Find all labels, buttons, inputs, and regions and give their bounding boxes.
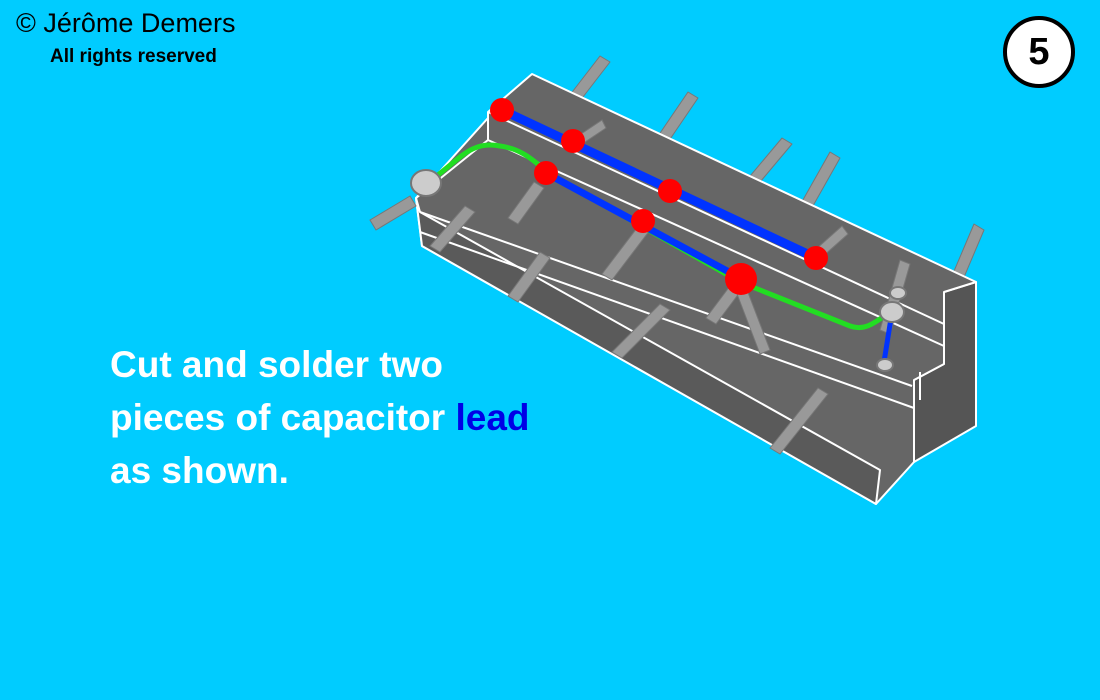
instruction-line-3: as shown. xyxy=(110,450,289,491)
pin xyxy=(507,251,551,303)
rights-text: All rights reserved xyxy=(50,46,217,67)
pin xyxy=(369,195,417,231)
solder-joint xyxy=(490,98,514,122)
instruction-line-2: pieces of capacitor lead xyxy=(110,391,630,444)
capacitor-lead-upper xyxy=(497,105,821,263)
pin xyxy=(429,205,476,253)
solder-joint xyxy=(534,161,558,185)
instruction-highlight-lead: lead xyxy=(455,397,530,438)
pin xyxy=(507,181,545,225)
block-front-face xyxy=(415,197,881,505)
solder-joint xyxy=(658,179,682,203)
terminal-right xyxy=(879,301,905,323)
instruction-text: Cut and solder two pieces of capacitor l… xyxy=(110,338,630,497)
step-number: 5 xyxy=(1028,31,1050,73)
solder-joint xyxy=(725,263,757,295)
solder-joints xyxy=(490,98,828,295)
instruction-line-2-prefix: pieces of capacitor xyxy=(110,397,456,438)
solder-joint xyxy=(561,129,585,153)
edge-line xyxy=(419,231,915,409)
green-wire xyxy=(423,142,893,330)
edge-line xyxy=(419,211,913,387)
front-pins xyxy=(369,119,911,455)
step-badge: 5 xyxy=(1003,16,1075,88)
pin xyxy=(611,303,671,359)
pin xyxy=(769,387,829,455)
surface-lines xyxy=(415,111,945,409)
solder-joint xyxy=(631,209,655,233)
instruction-line-1: Cut and solder two xyxy=(110,344,443,385)
copyright-text: © Jérôme Demers xyxy=(16,8,236,38)
terminal-left xyxy=(410,169,442,197)
terminal-right-bottom xyxy=(876,358,894,372)
solder-joint xyxy=(804,246,828,270)
terminal-right-top xyxy=(889,286,907,300)
terminals xyxy=(410,169,907,372)
